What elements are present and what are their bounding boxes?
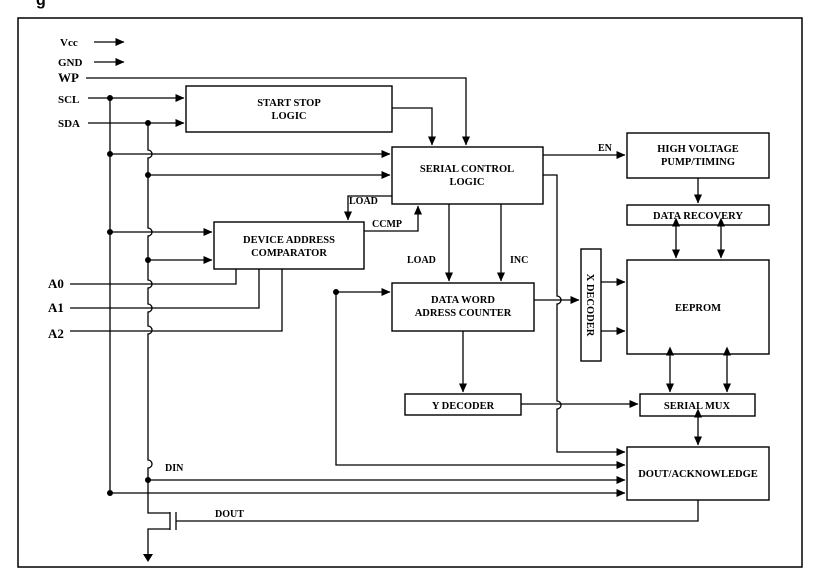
junction-dot (107, 95, 113, 101)
signal-load-top-label: LOAD (349, 196, 378, 207)
start-stop-to-serial-control (392, 107, 436, 146)
wp-wire (86, 77, 470, 146)
serial-control-label-2: LOGIC (449, 177, 484, 188)
serial-control-logic-block: SERIAL CONTROL LOGIC (391, 146, 544, 205)
pin-sda-label: SDA (58, 118, 80, 130)
junction-dot (145, 477, 151, 483)
diagram-title-fragment: g (36, 0, 46, 9)
y-decoder-label: Y DECODER (432, 401, 495, 412)
signal-dout-label: DOUT (215, 509, 244, 520)
data-word-label-2: ADRESS COUNTER (415, 308, 512, 319)
ccmp-to-serial-control (364, 205, 422, 232)
pin-a2-label: A2 (48, 326, 64, 341)
outer-frame (17, 17, 803, 568)
device-address-label-1: DEVICE ADDRESS (243, 235, 335, 246)
pin-wp-label: WP (58, 70, 79, 85)
signal-ccmp-label: CCMP (372, 219, 402, 230)
junction-dot (145, 120, 151, 126)
dout-ack-label: DOUT/ACKNOWLEDGE (638, 469, 758, 480)
data-word-address-counter-block: DATA WORD ADRESS COUNTER (391, 282, 535, 332)
serial-control-label-1: SERIAL CONTROL (420, 164, 514, 175)
pin-vcc-label: Vcc (60, 37, 78, 49)
dout-acknowledge-block: DOUT/ACKNOWLEDGE (626, 446, 770, 501)
ground-icon (143, 554, 153, 562)
signal-inc-label: INC (510, 255, 528, 266)
high-voltage-pump-block: HIGH VOLTAGE PUMP/TIMING (626, 132, 770, 179)
signal-din-label: DIN (165, 463, 184, 474)
junction-dot (107, 151, 113, 157)
data-recovery-label: DATA RECOVERY (653, 211, 743, 222)
a0-wire (70, 269, 237, 285)
y-decoder-block: Y DECODER (404, 393, 522, 416)
start-stop-label-1: START STOP (257, 98, 321, 109)
junction-dot (145, 172, 151, 178)
serial-mux-block: SERIAL MUX (639, 393, 756, 417)
transistor-drain (147, 480, 170, 514)
device-address-label-2: COMPARATOR (251, 248, 327, 259)
pin-gnd-label: GND (58, 57, 83, 69)
din-to-dout-ack (335, 292, 626, 469)
start-stop-label-2: LOGIC (271, 111, 306, 122)
data-word-label-1: DATA WORD (431, 295, 495, 306)
load-to-comparator (344, 195, 392, 221)
wires (70, 38, 731, 562)
high-voltage-label-2: PUMP/TIMING (661, 157, 735, 168)
junction-dot (333, 289, 339, 295)
pin-a0-label: A0 (48, 276, 64, 291)
sda-bus (147, 123, 153, 480)
eeprom-label: EEPROM (675, 303, 721, 314)
junction-dot (145, 257, 151, 263)
signal-load-mid-label: LOAD (407, 255, 436, 266)
pin-a1-label: A1 (48, 300, 64, 315)
serial-control-to-dout-ack (543, 174, 626, 456)
transistor-source (147, 528, 170, 555)
high-voltage-label-1: HIGH VOLTAGE (657, 144, 739, 155)
x-decoder-label: X DECODER (584, 274, 595, 337)
serial-mux-label: SERIAL MUX (664, 401, 731, 412)
pin-scl-label: SCL (58, 94, 79, 106)
signal-en-label: EN (598, 143, 613, 154)
dout-wire (176, 500, 699, 522)
a2-wire (70, 269, 283, 332)
junction-dot (107, 490, 113, 496)
device-address-comparator-block: DEVICE ADDRESS COMPARATOR (213, 221, 365, 270)
junction-dot (107, 229, 113, 235)
a1-wire (70, 269, 260, 309)
eeprom-block: EEPROM (626, 259, 770, 355)
x-decoder-block: X DECODER (580, 248, 602, 362)
start-stop-logic-block: START STOP LOGIC (185, 85, 393, 133)
data-recovery-block: DATA RECOVERY (626, 204, 770, 226)
